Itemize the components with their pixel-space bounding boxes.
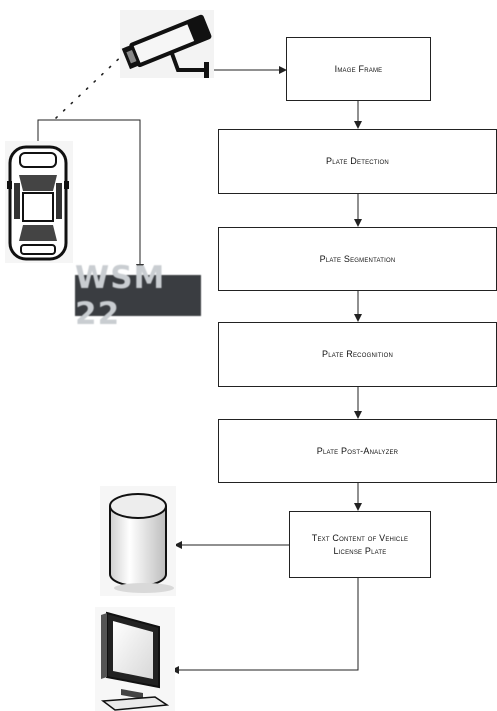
camera-sight-line bbox=[56, 50, 128, 118]
plate-detection-box: Plate Detection bbox=[218, 129, 497, 194]
arrow-text-to-monitor bbox=[172, 578, 358, 670]
plate-post-analyzer-box: Plate Post-Analyzer bbox=[218, 419, 497, 483]
car-top-view-icon bbox=[5, 141, 73, 263]
plate-recognition-box: Plate Recognition bbox=[218, 322, 497, 387]
database-cylinder-icon bbox=[100, 486, 176, 596]
license-plate-image: WSM 22 bbox=[75, 275, 201, 316]
computer-monitor-icon bbox=[95, 607, 175, 711]
security-camera-icon bbox=[120, 10, 216, 80]
plate-segmentation-box: Plate Segmentation bbox=[218, 227, 497, 291]
text-content-box: Text Content of Vehicle License Plate bbox=[289, 511, 431, 578]
image-frame-box: Image Frame bbox=[286, 37, 431, 101]
